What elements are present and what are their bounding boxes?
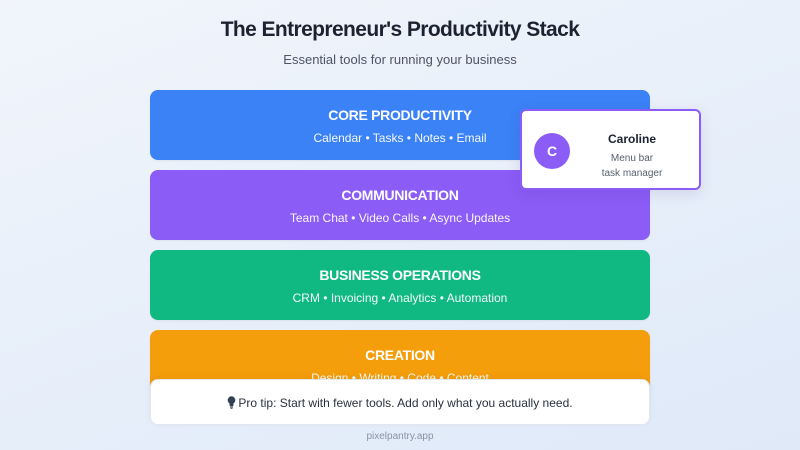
avatar: C [534,133,570,169]
layer-title: CREATION [365,347,435,363]
layer-business-operations: BUSINESS OPERATIONS CRM • Invoicing • An… [150,250,650,320]
app-name: Caroline [607,132,656,146]
app-description-line: Menu bar [610,153,654,164]
page-subtitle: Essential tools for running your busines… [283,52,517,67]
layer-items: CRM • Invoicing • Analytics • Automation [292,291,508,305]
pro-tip-text: Pro tip: Start with fewer tools. Add onl… [238,396,573,410]
app-callout-card: C Caroline Menu bar task manager [520,109,701,190]
pro-tip-banner: Pro tip: Start with fewer tools. Add onl… [150,379,650,425]
layer-title: CORE PRODUCTIVITY [328,107,472,123]
layer-title: BUSINESS OPERATIONS [319,267,481,283]
app-description-line: task manager [601,168,663,179]
app-description: Menu bar task manager [582,151,682,181]
footer-credit: pixelpantry.app [366,431,434,442]
page-title: The Entrepreneur's Productivity Stack [220,18,580,41]
layer-title: COMMUNICATION [341,187,459,203]
layer-items: Team Chat • Video Calls • Async Updates [289,211,511,225]
lightbulb-icon [227,380,236,426]
layer-items: Calendar • Tasks • Notes • Email [313,131,487,145]
